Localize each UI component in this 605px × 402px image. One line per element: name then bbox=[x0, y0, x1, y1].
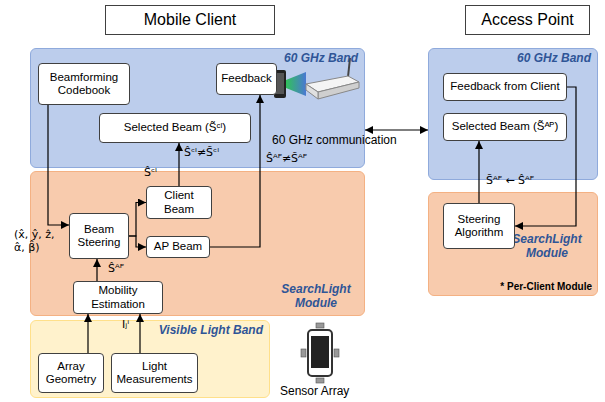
router-icon bbox=[306, 58, 359, 99]
arrow-connector bbox=[48, 105, 69, 225]
box-label: Array Geometry bbox=[42, 360, 100, 386]
arrow-connector bbox=[96, 259, 97, 281]
process-box: Light Measurements bbox=[111, 353, 198, 393]
region-heading: Visible Light Band bbox=[159, 324, 263, 338]
router-front bbox=[318, 82, 359, 99]
figure-caption: Sensor Array bbox=[280, 384, 349, 398]
arrow-connector bbox=[365, 129, 428, 130]
phone-body bbox=[274, 70, 286, 98]
math-label: Ŝᶜˡ≠S̃ᶜˡ bbox=[184, 146, 219, 159]
router-side bbox=[306, 84, 318, 99]
process-box: AP Beam bbox=[146, 236, 210, 258]
box-label: Light Measurements bbox=[115, 360, 194, 386]
sensor-array-icon bbox=[301, 323, 339, 383]
box-label: AP Beam bbox=[154, 240, 202, 253]
phone-outline bbox=[308, 330, 332, 376]
light-sensor bbox=[316, 323, 324, 328]
process-box: Beamforming Codebook bbox=[38, 63, 130, 105]
phone-icon bbox=[274, 70, 286, 98]
arrow-connector bbox=[178, 143, 179, 186]
math-label: Iⱼⁱ bbox=[122, 318, 129, 331]
process-box: Feedback bbox=[216, 63, 277, 95]
arrow-connector bbox=[478, 141, 479, 203]
box-label: Beam Steering bbox=[73, 223, 125, 249]
arrow-connector bbox=[515, 87, 576, 226]
process-box: Steering Algorithm bbox=[443, 203, 515, 249]
section-title-box: Mobile Client bbox=[105, 5, 275, 35]
arrow-connector bbox=[139, 314, 140, 353]
box-label: Feedback from Client bbox=[450, 80, 559, 93]
math-label: S̃ᴬᴾ ← Ŝᴬᴾ bbox=[486, 174, 534, 187]
edge-label: 60 GHz communication bbox=[272, 133, 397, 147]
arrow-connector bbox=[129, 203, 146, 237]
arrow-connector bbox=[210, 95, 260, 247]
box-label: Mobile Client bbox=[144, 11, 236, 29]
region-heading: * Per-Client Module bbox=[500, 281, 592, 293]
box-label: Feedback bbox=[221, 72, 272, 85]
band-region: 60 GHz BandFeedback from ClientSelected … bbox=[428, 48, 598, 180]
region-heading: SearchLight Module bbox=[505, 233, 589, 261]
process-box: Beam Steering bbox=[69, 213, 129, 259]
box-label: Access Point bbox=[481, 11, 573, 29]
phone-screen bbox=[311, 336, 329, 368]
box-label: Beamforming Codebook bbox=[42, 71, 126, 97]
box-label: Client Beam bbox=[150, 189, 208, 215]
process-box: Selected Beam (S̃ᶜˡ) bbox=[99, 113, 251, 143]
light-sensor bbox=[334, 349, 339, 357]
region-heading: 60 GHz Band bbox=[284, 52, 358, 66]
arrow-connector bbox=[129, 236, 146, 247]
router-antenna bbox=[348, 58, 350, 77]
mmwave-beam bbox=[286, 72, 306, 96]
band-region: Visible Light BandArray Geometry Light Me… bbox=[30, 320, 270, 398]
math-label: Ŝᴬᴾ bbox=[108, 262, 124, 275]
module-region: SearchLight Module * Per-Client Module Ste… bbox=[428, 192, 598, 296]
process-box: Client Beam bbox=[146, 186, 212, 219]
arrow-connector bbox=[87, 314, 88, 353]
module-region: SearchLight Module Beam Steering Client Be… bbox=[30, 171, 365, 316]
process-box: Feedback from Client bbox=[443, 73, 567, 101]
process-box: Array Geometry bbox=[38, 353, 104, 393]
box-label: Selected Beam (S̃ᶜˡ) bbox=[124, 121, 226, 134]
box-label: Steering Algorithm bbox=[447, 213, 511, 239]
process-box: Mobility Estimation bbox=[73, 281, 163, 314]
phone-screen bbox=[276, 73, 284, 94]
box-label: Mobility Estimation bbox=[77, 284, 159, 310]
math-label: (x̂, ŷ, ẑ, α̂, β̂) bbox=[14, 228, 66, 254]
box-label: Selected Beam (S̃ᴬᴾ) bbox=[452, 120, 559, 133]
section-title-box: Access Point bbox=[465, 5, 590, 35]
region-heading: SearchLight Module bbox=[274, 283, 358, 311]
math-label: Ŝᴬᴾ≠S̃ᴬᴾ bbox=[266, 152, 307, 165]
light-sensor bbox=[316, 378, 324, 383]
region-heading: 60 GHz Band bbox=[517, 52, 591, 66]
math-label: Ŝᶜˡ bbox=[144, 166, 157, 179]
process-box: Selected Beam (S̃ᴬᴾ) bbox=[443, 113, 567, 141]
light-sensor bbox=[301, 349, 306, 357]
